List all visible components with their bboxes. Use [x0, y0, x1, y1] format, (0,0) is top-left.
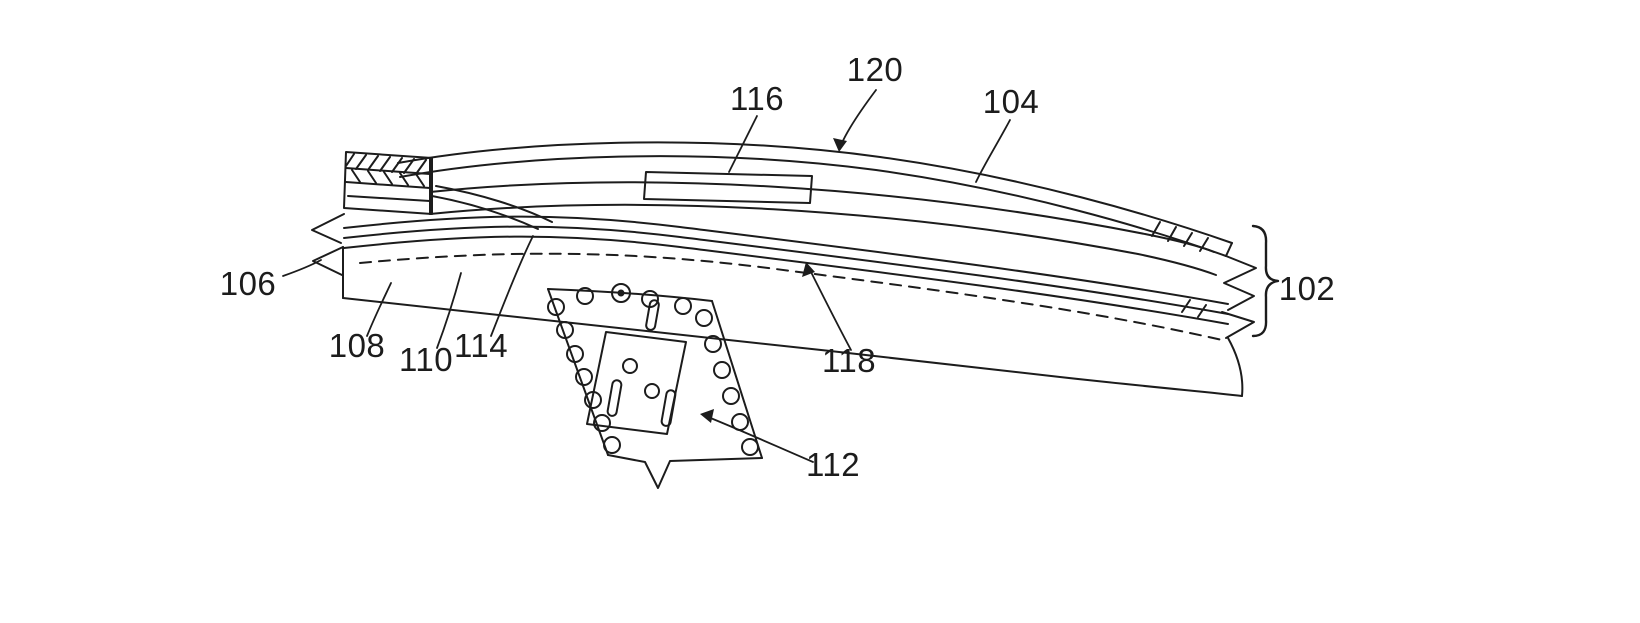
ref-label-118: 118 — [821, 342, 877, 379]
left-end-fitting — [343, 151, 433, 215]
ref-label-102: 102 — [1278, 270, 1336, 307]
inner-panel — [429, 157, 1217, 276]
left-break-symbol — [311, 213, 345, 299]
ref-label-114: 114 — [453, 327, 509, 364]
ref-label-116: 116 — [729, 80, 785, 117]
lower-band-edge — [342, 297, 1243, 397]
ref-label-110: 110 — [398, 341, 454, 378]
brace-102 — [1251, 224, 1280, 338]
ref-label-106: 106 — [219, 265, 277, 302]
mounting-bracket — [547, 283, 763, 489]
ref-label-120: 120 — [846, 51, 904, 88]
leader-arrowheads — [700, 138, 847, 423]
plate-116 — [643, 171, 813, 204]
outer-skin-panel — [397, 141, 1233, 257]
laminate-layers — [343, 185, 1229, 341]
ref-label-108: 108 — [328, 327, 386, 364]
leader-lines — [282, 89, 1011, 463]
right-break-symbol — [1181, 255, 1257, 397]
ref-label-104: 104 — [982, 83, 1040, 120]
ref-label-112: 112 — [805, 446, 861, 483]
